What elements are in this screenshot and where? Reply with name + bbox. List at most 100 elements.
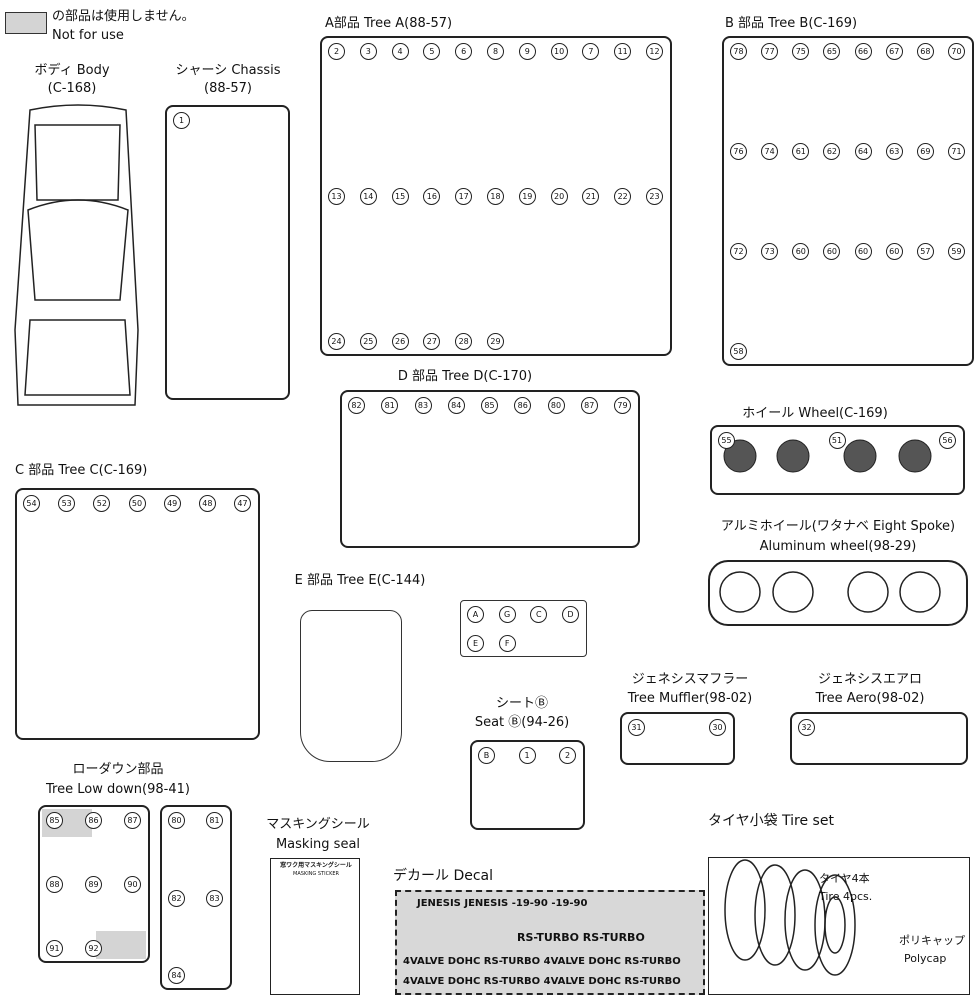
part-number-69: 69 [916, 143, 934, 160]
part-number-2: 2 [559, 747, 576, 764]
aluminum-wheel-tree [708, 560, 968, 626]
tree-d-title: D 部品 Tree D(C-170) [397, 369, 533, 384]
part-number-80: 80 [168, 812, 185, 829]
body-code: (C-168) [47, 81, 97, 96]
part-number-15: 15 [391, 188, 409, 205]
tree-c-title: C 部品 Tree C(C-169) [15, 463, 148, 478]
part-number-60: 60 [792, 243, 810, 260]
decal-row-2: RS-TURBO RS-TURBO [517, 931, 645, 944]
part-number-12: 12 [646, 43, 663, 60]
part-number-51: 51 [828, 432, 846, 449]
part-number-88: 88 [46, 876, 63, 893]
part-number-85: 85 [481, 397, 498, 414]
wheel-title: ホイール Wheel(C-169) [742, 406, 888, 421]
part-number-71: 71 [948, 143, 965, 160]
part-number-68: 68 [916, 43, 934, 60]
part-number-19: 19 [518, 188, 536, 205]
tireset-title: タイヤ小袋 Tire set [708, 813, 834, 829]
decal-title: デカール Decal [393, 868, 494, 884]
part-number-81: 81 [206, 812, 223, 829]
part-number-2: 2 [328, 43, 345, 60]
part-number-62: 62 [823, 143, 841, 160]
part-number-21: 21 [582, 188, 600, 205]
part-number-55: 55 [718, 432, 735, 449]
part-number-26: 26 [391, 333, 409, 350]
part-number-73: 73 [761, 243, 779, 260]
part-number-66: 66 [854, 43, 872, 60]
part-number-C: C [530, 606, 548, 623]
part-number-80: 80 [547, 397, 565, 414]
part-number-81: 81 [381, 397, 399, 414]
masking-sheet-title: 窓ワク用マスキングシール [280, 862, 352, 869]
part-number-28: 28 [455, 333, 473, 350]
chassis-title: シャーシ Chassis [175, 63, 281, 78]
aero-tree: 32 [790, 712, 968, 765]
part-number-14: 14 [359, 188, 377, 205]
masking-sheet: 窓ワク用マスキングシール MASKING STICKER [270, 858, 360, 995]
wheel-c169 [723, 439, 932, 473]
decal-row-3: 4VALVE DOHC RS-TURBO 4VALVE DOHC RS-TURB… [403, 956, 681, 967]
part-number-86: 86 [85, 812, 102, 829]
part-number-9: 9 [518, 43, 536, 60]
alu-wheels [719, 571, 941, 613]
windshield-part [300, 610, 402, 762]
part-number-60: 60 [885, 243, 903, 260]
part-number-8: 8 [487, 43, 504, 60]
tree-a-title: A部品 Tree A(88-57) [325, 16, 453, 31]
part-number-59: 59 [948, 243, 965, 260]
polycap-jp: ポリキャップ [899, 934, 965, 947]
aluminum-jp: アルミホイール(ワタナベ Eight Spoke) [720, 519, 956, 534]
lowdown-en: Tree Low down(98-41) [46, 782, 190, 797]
body-title: ボディ Body [34, 63, 110, 78]
part-number-87: 87 [124, 812, 141, 829]
part-number-75: 75 [792, 43, 810, 60]
part-number-A: A [467, 606, 484, 623]
decal-sheet: JENESIS JENESIS -19-90 -19-90 RS-TURBO R… [395, 890, 705, 995]
part-number-22: 22 [614, 188, 632, 205]
tireset-box: タイヤ4本 Tire 4pcs. ポリキャップ Polycap [708, 857, 970, 995]
tire-jp: タイヤ4本 [819, 872, 870, 885]
part-number-82: 82 [348, 397, 365, 414]
part-number-20: 20 [550, 188, 568, 205]
part-number-84: 84 [168, 967, 185, 984]
part-number-27: 27 [423, 333, 441, 350]
part-number-72: 72 [730, 243, 747, 260]
chassis-code: (88-57) [204, 81, 252, 96]
masking-sheet-sub: MASKING STICKER [293, 871, 339, 877]
legend-en: Not for use [52, 28, 124, 43]
part-number-13: 13 [328, 188, 345, 205]
part-number-10: 10 [550, 43, 568, 60]
part-number-16: 16 [423, 188, 441, 205]
part-number-E: E [467, 635, 484, 652]
part-number-86: 86 [514, 397, 532, 414]
part-number-83: 83 [414, 397, 432, 414]
part-number-58: 58 [730, 343, 747, 360]
part-number-89: 89 [85, 876, 102, 893]
part-number-17: 17 [455, 188, 473, 205]
part-number-52: 52 [93, 495, 111, 512]
part-number-50: 50 [128, 495, 146, 512]
part-number-77: 77 [761, 43, 779, 60]
decal-row-4: 4VALVE DOHC RS-TURBO 4VALVE DOHC RS-TURB… [403, 976, 681, 987]
tire-en: Tire 4pcs. [819, 890, 873, 903]
part-number-78: 78 [730, 43, 747, 60]
part-number-85: 85 [46, 812, 63, 829]
part-number-25: 25 [359, 333, 377, 350]
part-number-70: 70 [948, 43, 965, 60]
part-number-B: B [478, 747, 495, 764]
part-number-83: 83 [206, 889, 223, 907]
part-number-60: 60 [854, 243, 872, 260]
part-number-53: 53 [58, 495, 76, 512]
aluminum-en: Aluminum wheel(98-29) [759, 539, 917, 554]
part-number-84: 84 [447, 397, 465, 414]
part-number-6: 6 [455, 43, 473, 60]
decal-row-1: JENESIS JENESIS -19-90 -19-90 [417, 898, 588, 909]
tree-e-title: E 部品 Tree E(C-144) [294, 573, 426, 588]
